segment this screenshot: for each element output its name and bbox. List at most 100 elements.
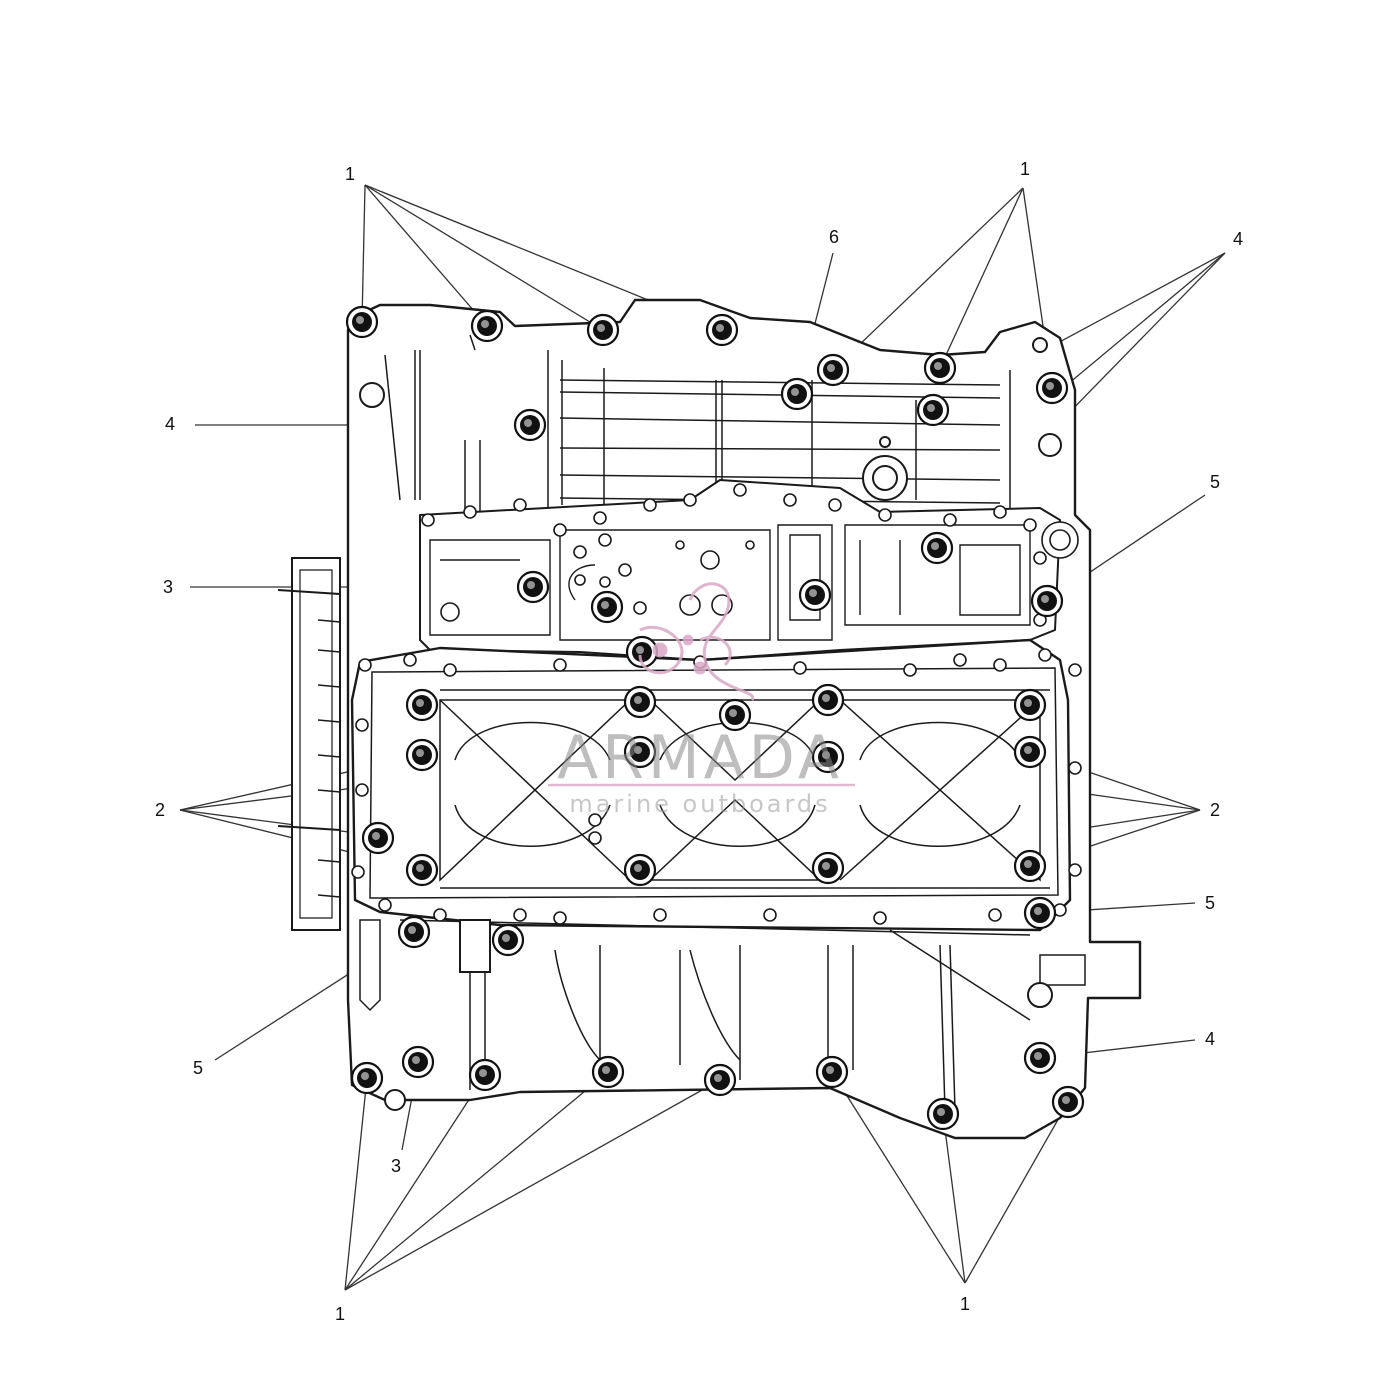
callout-2-right: 2 [1210,800,1220,820]
bolt-highlight [822,751,830,759]
bolt [516,570,550,604]
gasket-bolt-hole [763,908,777,922]
callout-5-left-lower: 5 [193,1058,203,1078]
callout-5-right-upper: 5 [1210,472,1220,492]
bolt [405,688,439,722]
bolt [1035,371,1069,405]
bolt [1013,849,1047,883]
bolt-highlight [716,324,724,332]
bolt-highlight [601,601,609,609]
bolt-highlight [412,1056,420,1064]
bolt [468,1058,502,1092]
bolt [590,590,624,624]
bolt [811,740,845,774]
callout-5-right-lower: 5 [1205,893,1215,913]
bolt [470,309,504,343]
bolt [623,853,657,887]
bolt-highlight [1041,595,1049,603]
gasket-bolt-hole [1068,863,1082,877]
gasket-bolt-hole [593,511,607,525]
callout-4-left: 4 [165,414,175,434]
oil-filter-boss [862,436,908,501]
gasket-bolt-hole [378,898,392,912]
gasket-bolt-hole [1068,663,1082,677]
oil-pan-details [359,919,1086,1111]
callout-1-bottom-right: 1 [960,1294,970,1314]
bolt [1023,896,1057,930]
gasket-bolt-hole [683,493,697,507]
callout-6-top: 6 [829,227,839,247]
bolt [401,1045,435,1079]
bolt [623,735,657,769]
gasket-bolt-hole [443,663,457,677]
bolt-highlight [481,320,489,328]
large-bolts [345,305,1085,1131]
bolt-highlight [634,864,642,872]
bolt [703,1063,737,1097]
watermark-title: ARMADA [557,723,843,793]
bolt [405,853,439,887]
bolt [815,1055,849,1089]
gasket-bolt-hole [355,783,369,797]
bolt [780,377,814,411]
gasket-bolt-hole [828,498,842,512]
bolt [405,738,439,772]
gasket-bolt-hole [355,718,369,732]
gasket-bolt-hole [553,658,567,672]
bolt-highlight [927,404,935,412]
bolt-highlight [416,699,424,707]
bolt-highlight [356,316,364,324]
bolt [1051,1085,1085,1119]
gasket-bolt-hole [903,663,917,677]
bolt [705,313,739,347]
gasket-bolt-hole [873,911,887,925]
bolt [920,531,954,565]
bolt-highlight [527,581,535,589]
bolt-highlight [822,694,830,702]
callout-4-top-right: 4 [1233,229,1243,249]
bolt-highlight [416,749,424,757]
bolt-highlight [1024,860,1032,868]
bolt-highlight [827,364,835,372]
bolt-highlight [1034,1052,1042,1060]
gasket-bolt-hole [618,563,632,577]
gasket-bolt-hole [993,658,1007,672]
bolt-highlight [791,388,799,396]
gasket-bolt-hole [953,653,967,667]
bolt-highlight [602,1066,610,1074]
bolt-highlight [479,1069,487,1077]
left-side-housing [277,557,341,931]
gasket-bolt-hole [513,908,527,922]
bolt [816,353,850,387]
gasket-bolt-hole [783,493,797,507]
bolt-highlight [416,864,424,872]
callout-1-top-left: 1 [345,164,355,184]
gasket-bolt-hole [588,813,602,827]
gasket-bolt-hole [463,505,477,519]
bolt-highlight [822,862,830,870]
bedplate-inner [369,667,1059,899]
bolt [361,821,395,855]
bolt-highlight [636,646,644,654]
watermark: ARMADA marine outboards [548,582,855,818]
bolt [591,1055,625,1089]
oil-pan-fittings [359,337,1062,1111]
bolt [397,915,431,949]
watermark-logo [638,582,755,701]
gasket-bolt-hole [1033,551,1047,565]
gasket-bolt-hole [513,498,527,512]
gasket-bolt-hole [988,908,1002,922]
gasket-bolt-hole [943,513,957,527]
bolt [623,685,657,719]
bolt-highlight [502,934,510,942]
bolt [1023,1041,1057,1075]
gasket-bolt-hole [993,505,1007,519]
callout-3-bottom: 3 [391,1156,401,1176]
bolt [811,851,845,885]
callout-labels: 1 1 6 4 4 5 3 2 2 5 4 5 3 1 1 [155,159,1243,1324]
watermark-subtitle: marine outboards [569,790,830,818]
gasket-bolt-hole [588,831,602,845]
bolt-highlight [809,589,817,597]
